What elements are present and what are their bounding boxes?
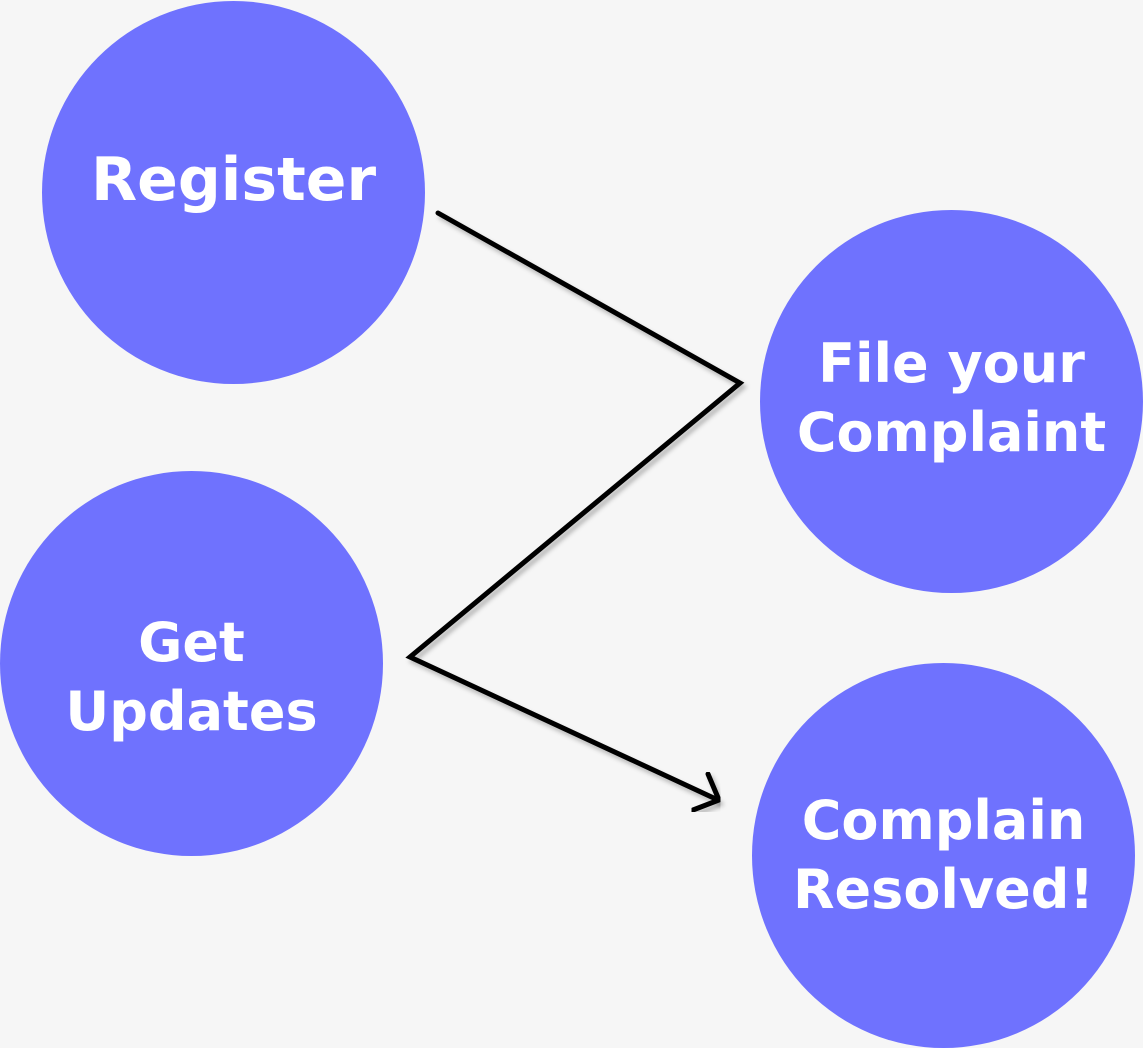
step-file-complaint-label: File your Complaint	[796, 332, 1107, 464]
step-complain-resolved-label: Complain Resolved!	[792, 788, 1095, 921]
connector-line	[405, 210, 745, 803]
step-get-updates-node: Get Updates	[0, 471, 383, 856]
step-register-node: Register	[42, 1, 425, 384]
arrowhead-icon	[690, 771, 723, 813]
step-get-updates-label: Get Updates	[65, 610, 318, 743]
step-register-label: Register	[90, 144, 377, 215]
step-file-complaint-node: File your Complaint	[760, 210, 1143, 593]
step-complain-resolved-node: Complain Resolved!	[752, 663, 1135, 1048]
